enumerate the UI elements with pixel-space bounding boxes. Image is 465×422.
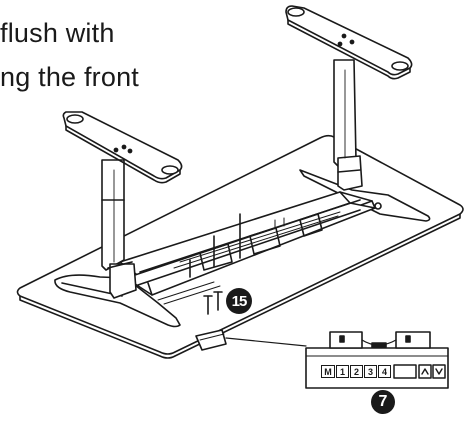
part-callout-handset: 7 [371,390,395,414]
handset-key-memory: M [321,365,335,378]
right-top-bracket [285,5,413,80]
handset-key-1: 1 [336,365,349,378]
crossbar-frame [119,191,376,305]
leader-line [225,337,307,347]
up-arrow-icon [418,364,432,379]
handset-display [393,364,417,379]
down-arrow-icon [432,364,446,379]
handset-key-3: 3 [364,365,377,378]
part-callout-screws: 15 [226,288,252,314]
handset-mounted [195,329,227,351]
handset-key-2: 2 [350,365,363,378]
left-top-bracket [62,111,183,184]
handset-key-4: 4 [378,365,391,378]
right-column [333,59,363,191]
caption-line-1: flush with [0,18,115,48]
caption-line-2: ng the front [0,62,139,92]
handset-detail [305,331,449,389]
screws [203,291,223,315]
